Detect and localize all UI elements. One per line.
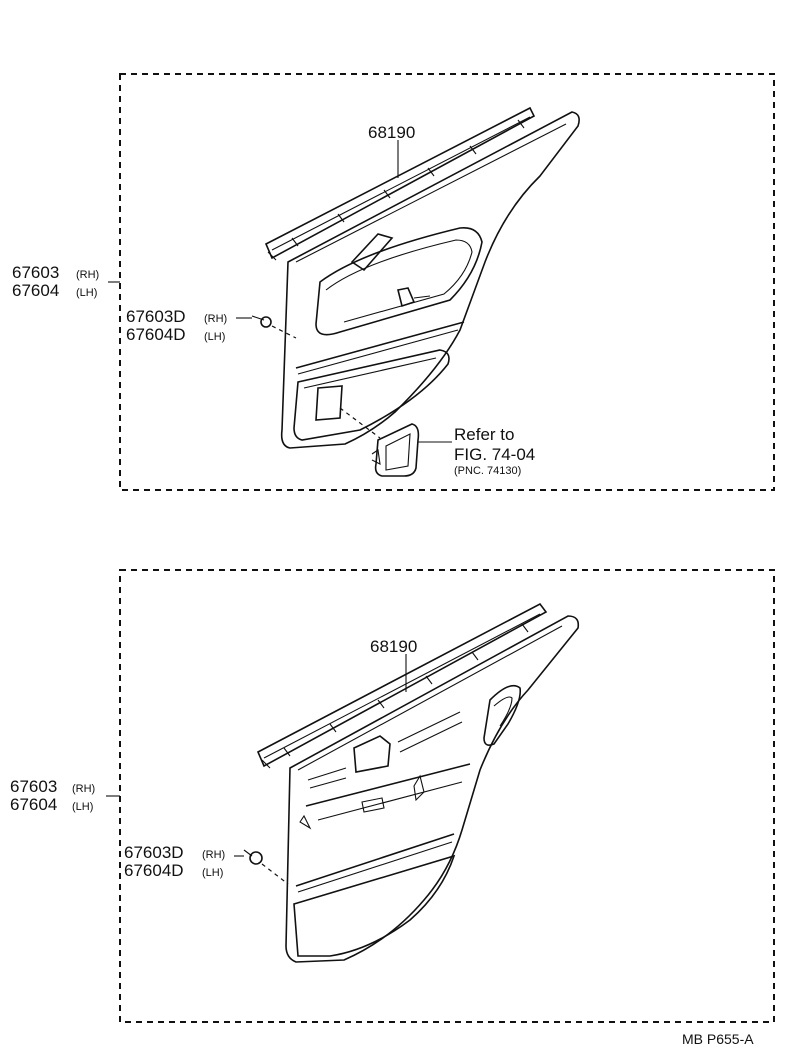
top-ash-receptacle: [339, 407, 452, 477]
bottom-clip-lh-number: 67604D: [124, 861, 184, 880]
top-panel: 68190 67603 (RH) 67604 (LH) 67603D (RH) …: [12, 73, 775, 491]
refer-figure-label: FIG. 74-04: [454, 445, 535, 464]
top-molding-part-label: 68190: [368, 123, 415, 142]
bottom-board-lh-side: (LH): [72, 801, 93, 813]
bottom-board-rh-number: 67603: [10, 777, 57, 796]
bottom-panel-border: [119, 569, 775, 1023]
bottom-clip-rh-number: 67603D: [124, 843, 184, 862]
bottom-board-rh-side: (RH): [72, 783, 95, 795]
top-door-trim-board: [280, 111, 580, 449]
top-clip-rh-side: (RH): [204, 313, 227, 325]
bottom-door-trim-board: [285, 615, 580, 963]
bottom-clip-rh-side: (RH): [202, 849, 225, 861]
bottom-panel: 68190 67603 (RH) 67604 (LH) 67603D (RH) …: [10, 569, 775, 1023]
refer-to-label: Refer to: [454, 425, 514, 444]
bottom-molding-strip: [256, 602, 548, 769]
top-clip-lh-side: (LH): [204, 331, 225, 343]
refer-pnc-label: (PNC. 74130): [454, 465, 521, 477]
top-molding-strip: [264, 106, 536, 261]
bottom-board-lh-number: 67604: [10, 795, 57, 814]
top-clip: [251, 315, 297, 339]
top-board-lh-side: (LH): [76, 287, 97, 299]
bottom-clip-lh-side: (LH): [202, 867, 223, 879]
footer-code: MB P655-A: [682, 1031, 754, 1047]
bottom-clip: [243, 849, 289, 885]
top-board-lh-number: 67604: [12, 281, 59, 300]
top-clip-rh-number: 67603D: [126, 307, 186, 326]
top-panel-border: [119, 73, 775, 491]
top-board-rh-side: (RH): [76, 269, 99, 281]
top-board-rh-number: 67603: [12, 263, 59, 282]
top-clip-lh-number: 67604D: [126, 325, 186, 344]
bottom-molding-part-label: 68190: [370, 637, 417, 656]
